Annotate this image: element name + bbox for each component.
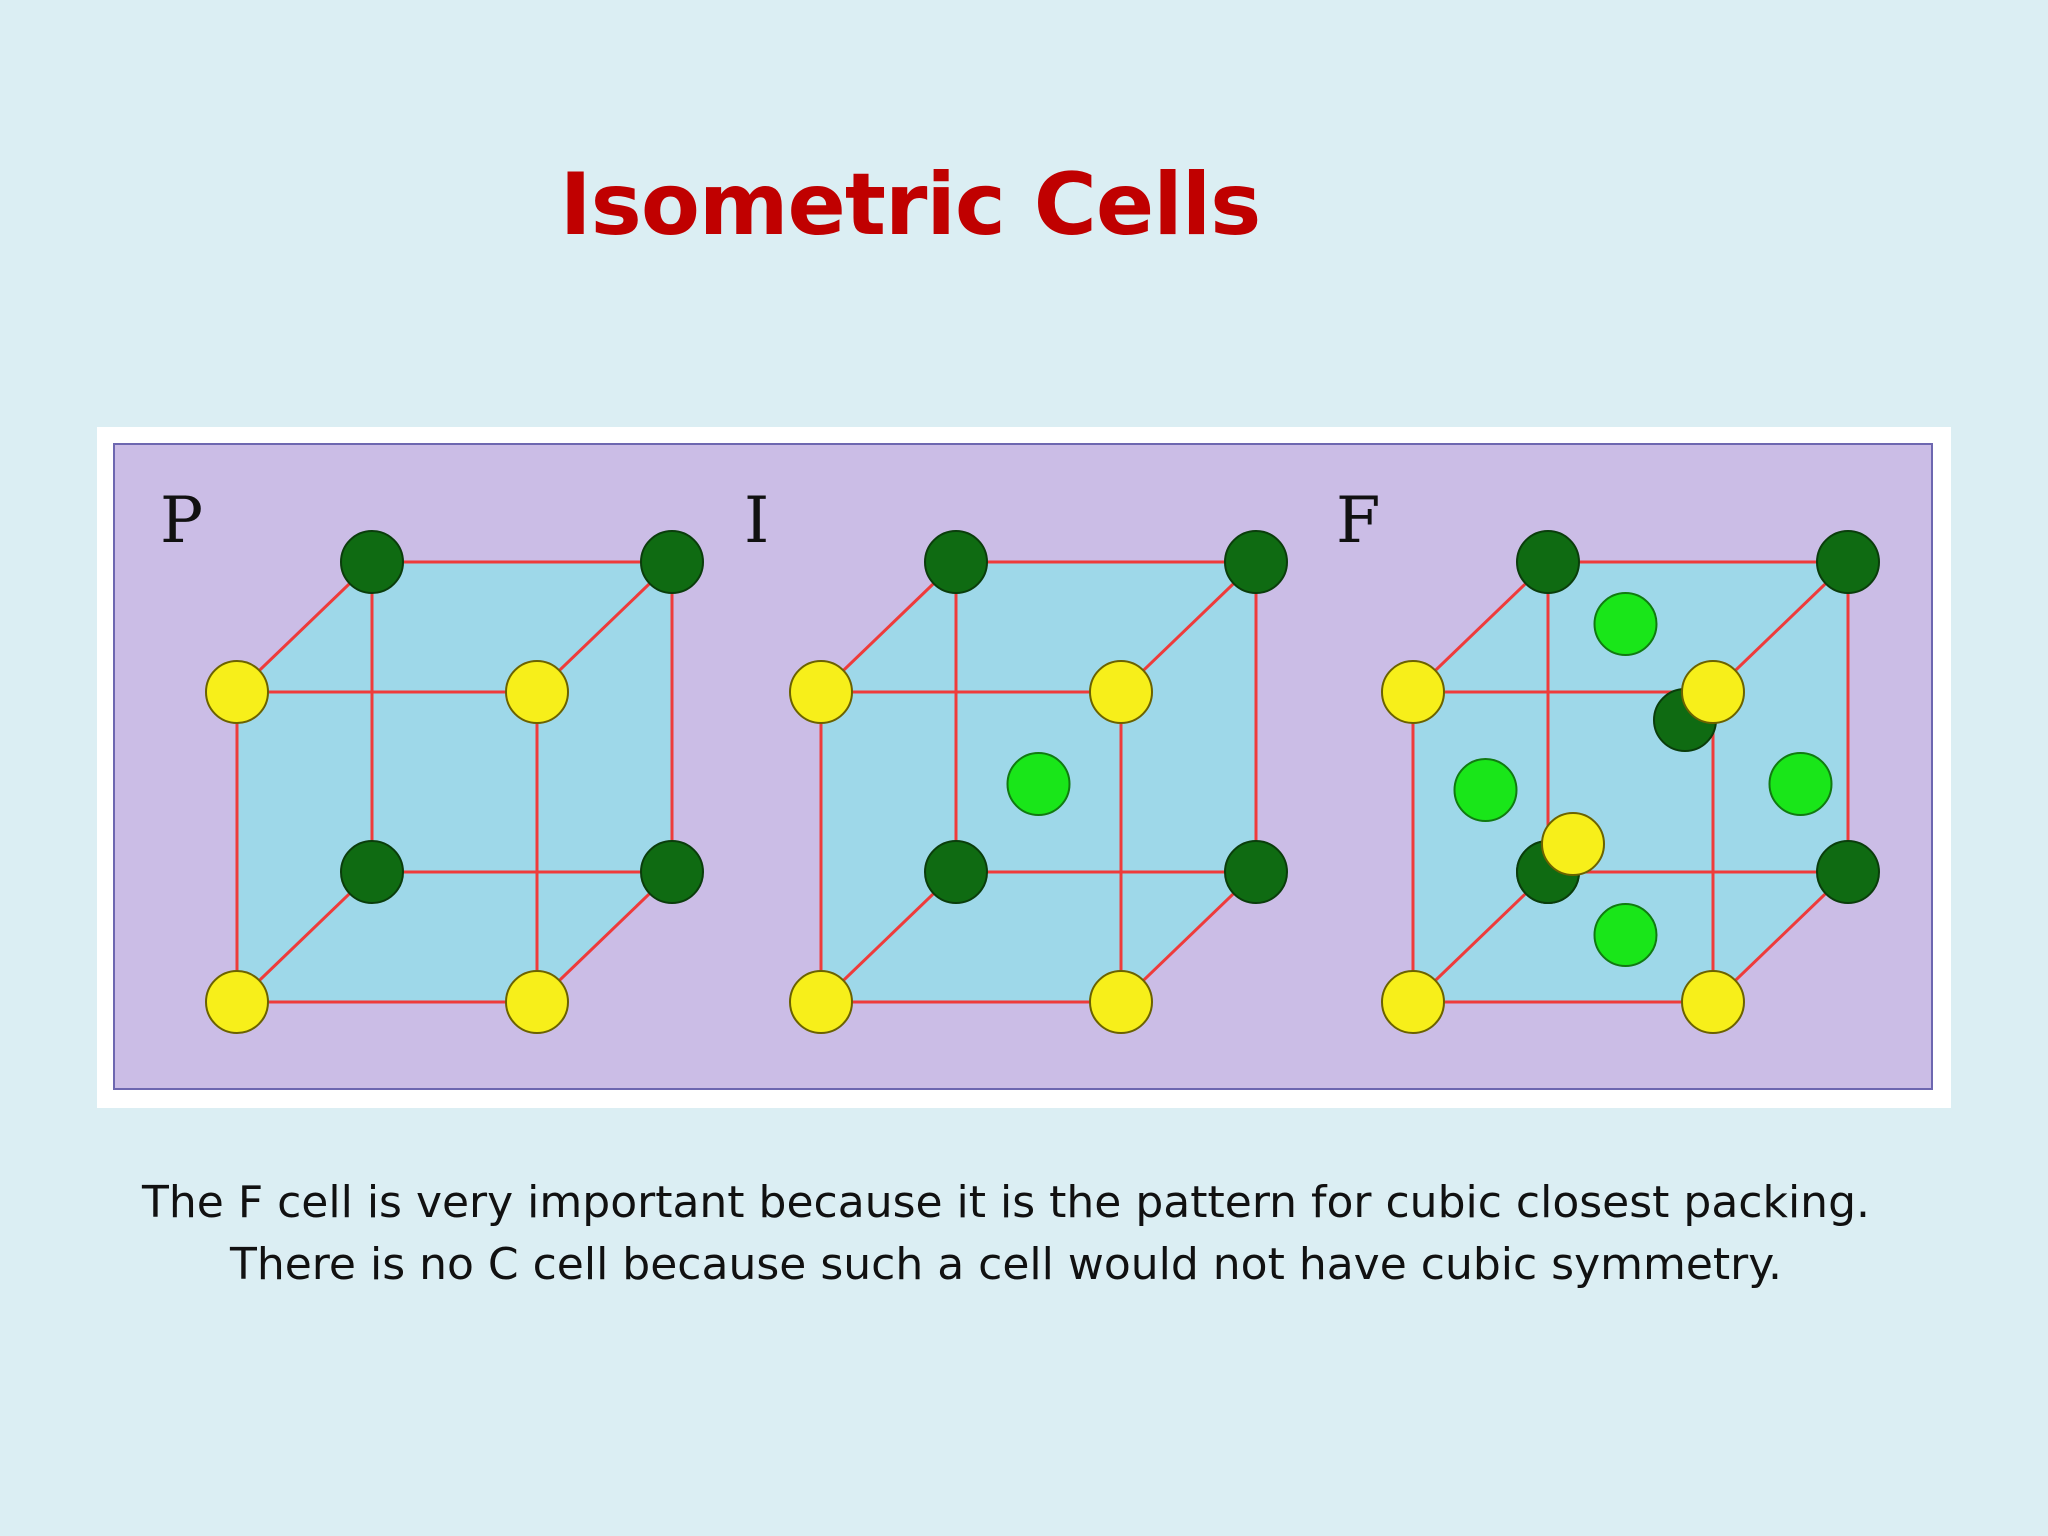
front-corner-atom bbox=[1681, 970, 1745, 1034]
front-corner-atom bbox=[1089, 970, 1153, 1034]
back-corner-atom bbox=[1816, 840, 1880, 904]
front-corner-atom bbox=[1381, 660, 1445, 724]
right-face-center-atom bbox=[1768, 752, 1833, 816]
bottom-face-center-atom bbox=[1593, 903, 1658, 967]
front-corner-atom bbox=[1089, 660, 1153, 724]
back-corner-atom bbox=[924, 840, 988, 904]
caption-line-2: There is no C cell because such a cell w… bbox=[229, 1239, 1783, 1290]
front-corner-atom bbox=[789, 970, 853, 1034]
slide-title: Isometric Cells bbox=[559, 155, 1262, 255]
front-corner-atom bbox=[205, 970, 269, 1034]
front-face-center-atom bbox=[1541, 812, 1605, 876]
front-corner-atom bbox=[1381, 970, 1445, 1034]
back-corner-atom bbox=[1516, 530, 1580, 594]
top-face-center-atom bbox=[1593, 592, 1658, 656]
cube-face bbox=[1413, 562, 1848, 1002]
cell-type-label: I bbox=[744, 484, 769, 558]
back-corner-atom bbox=[640, 840, 704, 904]
front-corner-atom bbox=[505, 660, 569, 724]
cube-face bbox=[237, 562, 672, 1002]
back-corner-atom bbox=[1224, 840, 1288, 904]
front-corner-atom bbox=[205, 660, 269, 724]
caption: The F cell is very important because it … bbox=[0, 1172, 2012, 1296]
back-corner-atom bbox=[1816, 530, 1880, 594]
back-corner-atom bbox=[340, 530, 404, 594]
front-corner-atom bbox=[505, 970, 569, 1034]
unit-cell-p: P bbox=[160, 484, 704, 1034]
front-corner-atom bbox=[1681, 660, 1745, 724]
front-corner-atom bbox=[789, 660, 853, 724]
cell-type-label: P bbox=[160, 484, 203, 558]
cell-type-label: F bbox=[1336, 484, 1380, 558]
left-face-center-atom bbox=[1453, 758, 1518, 822]
back-corner-atom bbox=[340, 840, 404, 904]
back-corner-atom bbox=[924, 530, 988, 594]
unit-cell-f: F bbox=[1336, 484, 1880, 1034]
back-corner-atom bbox=[640, 530, 704, 594]
unit-cell-i: I bbox=[744, 484, 1288, 1034]
back-corner-atom bbox=[1224, 530, 1288, 594]
body-center-atom bbox=[1006, 752, 1071, 816]
caption-line-1: The F cell is very important because it … bbox=[142, 1177, 1870, 1228]
